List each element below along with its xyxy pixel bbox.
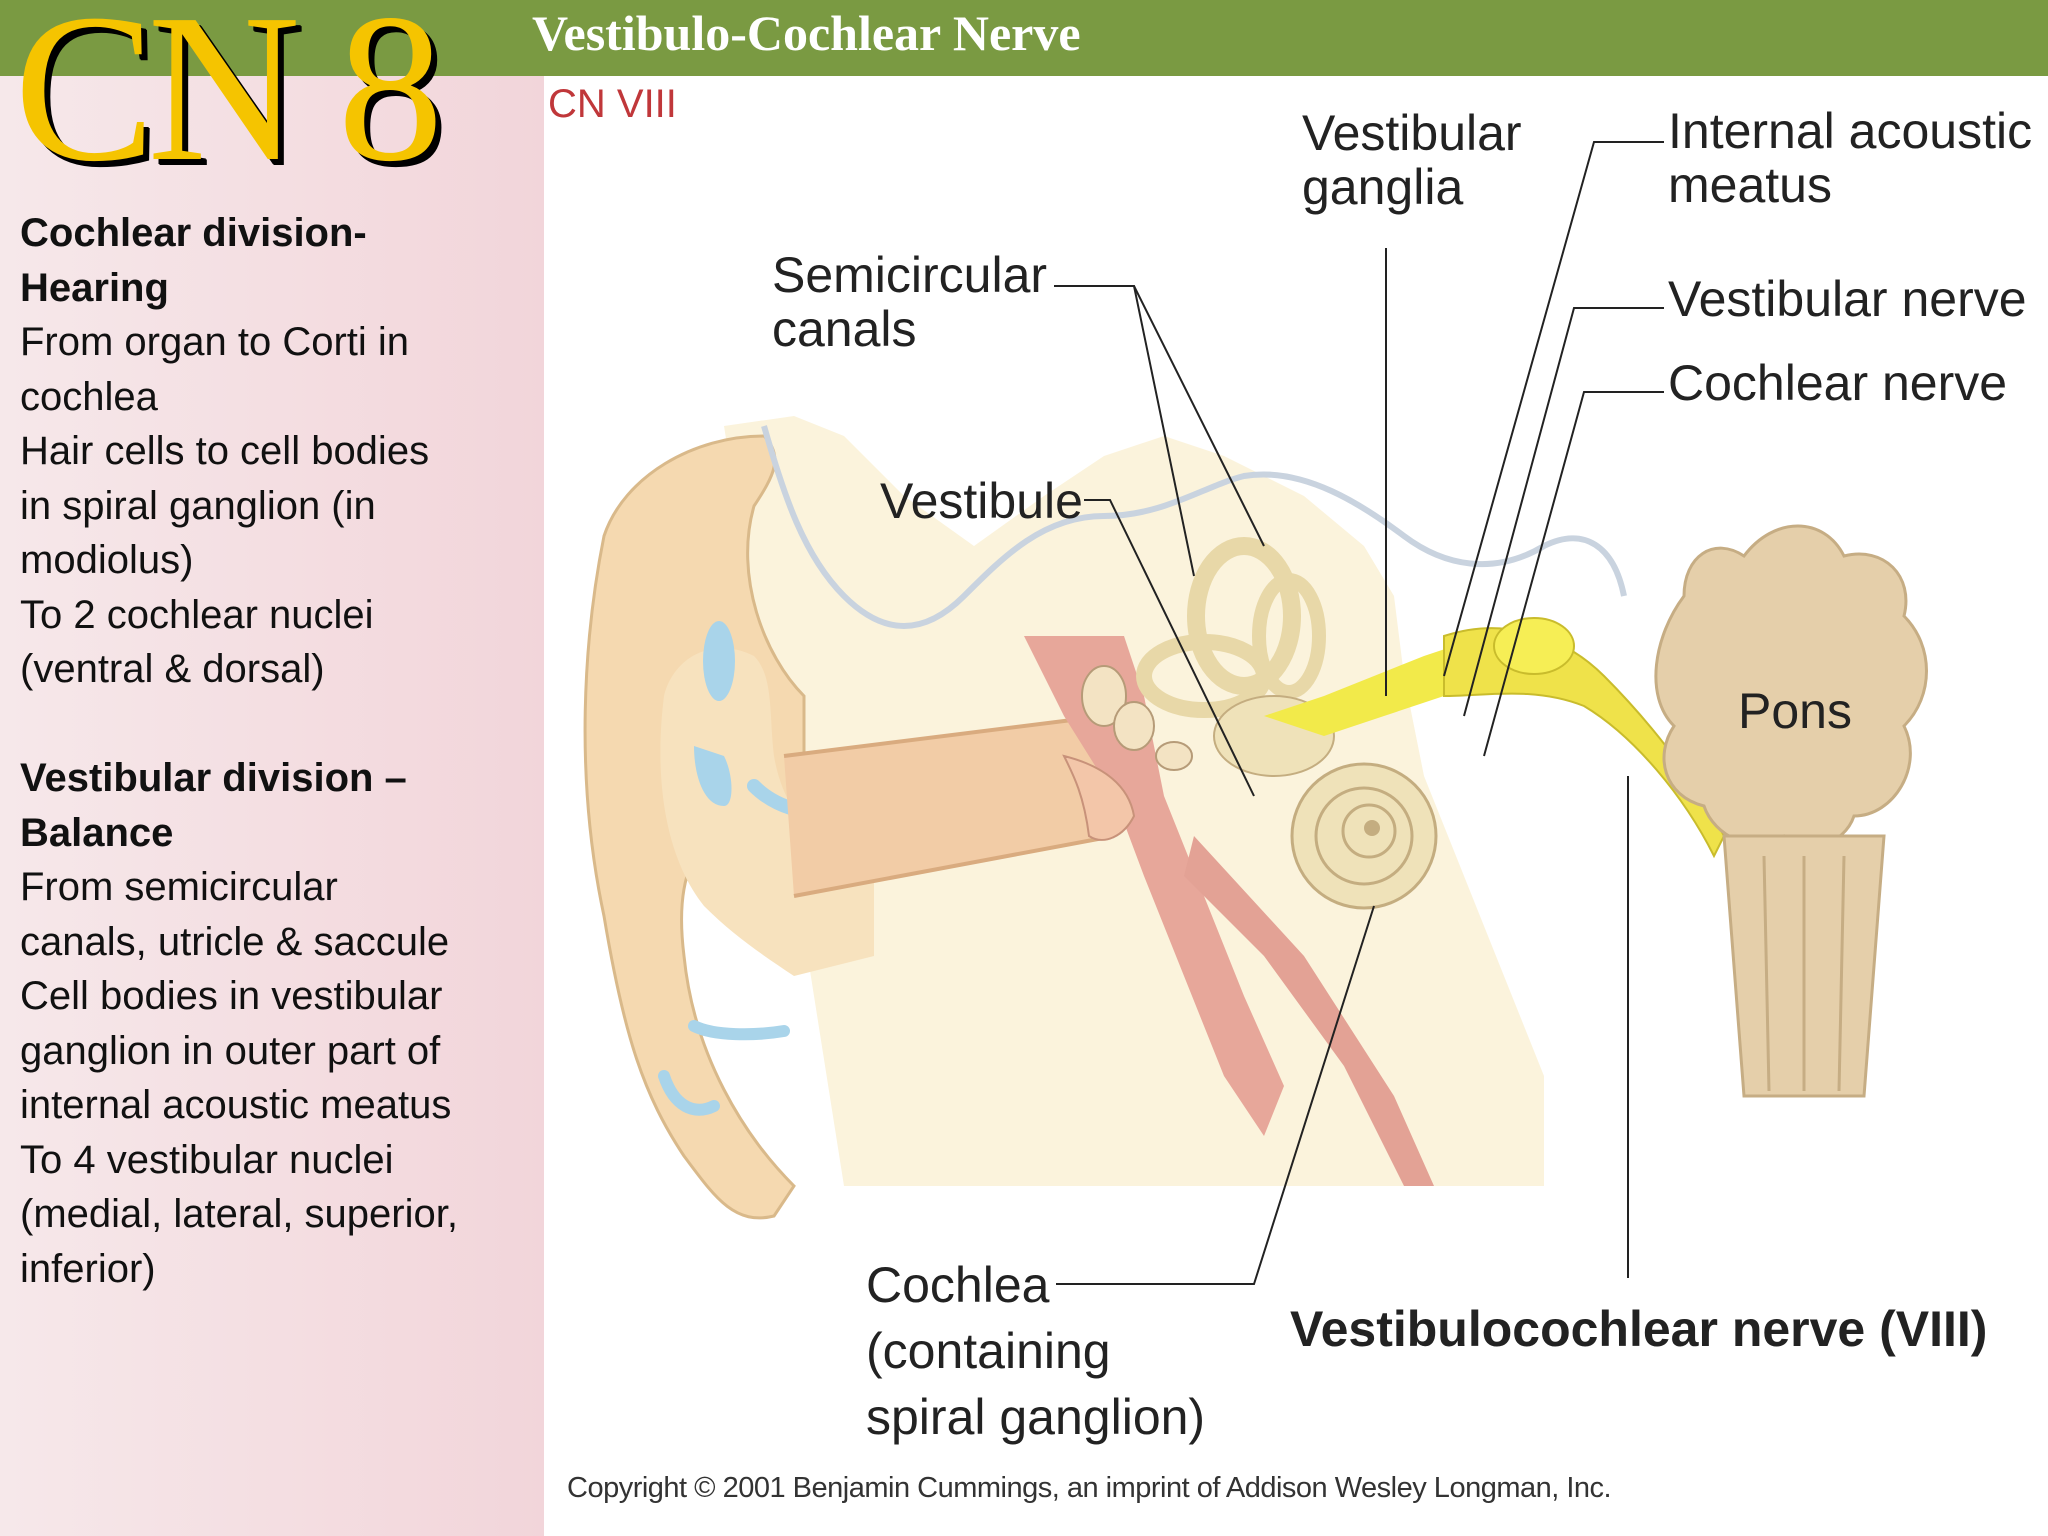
- cartilage-blob: [703, 621, 735, 701]
- cartilage-blob: [688, 1020, 790, 1041]
- leader-vestibule: [1084, 499, 1255, 797]
- vestibular-line: inferior): [20, 1246, 156, 1291]
- vestibular-ganglion: [1493, 617, 1575, 675]
- header-bar: [544, 0, 2048, 76]
- semicircular-canal: [1252, 573, 1326, 699]
- malleus: [1081, 665, 1127, 727]
- slide-big-title: CN 8: [14, 0, 444, 205]
- label-cochlea-1: Cochlea: [866, 1257, 1050, 1313]
- ear-canal-wall: [793, 834, 1115, 898]
- label-semicircular-2: canals: [772, 301, 917, 357]
- left-text-panel: [0, 0, 544, 1536]
- eustachian-tube: [1184, 836, 1434, 1186]
- stapes: [1155, 741, 1193, 771]
- label-vestibular-nerve: Vestibular nerve: [1668, 271, 2027, 327]
- label-vestibular-ganglia-1: Vestibular: [1302, 105, 1522, 161]
- vestibular-line: To 4 vestibular nuclei: [20, 1137, 394, 1182]
- cochlea-turn: [1314, 786, 1414, 886]
- pons: [1654, 524, 1928, 848]
- vestibular-line: Cell bodies in vestibular: [20, 974, 443, 1018]
- slide-subtitle: Vestibulo-Cochlear Nerve: [532, 5, 1081, 61]
- vestibular-line: internal acoustic meatus: [20, 1083, 452, 1127]
- label-internal-acoustic-1: Internal acoustic: [1668, 103, 2032, 159]
- cochlea-center: [1364, 820, 1380, 836]
- vestibular-line: (medial, lateral, superior,: [20, 1192, 458, 1236]
- cochlear-line: cochlea: [20, 374, 158, 419]
- label-vestibule: Vestibule: [880, 473, 1083, 529]
- cochlear-line: Hair cells to cell bodies: [20, 429, 430, 473]
- label-internal-acoustic-2: meatus: [1668, 157, 1832, 213]
- body-text: Cochlear division- Hearing From organ to…: [20, 206, 540, 1296]
- ear-anatomy-diagram: Vestibular ganglia Internal acoustic mea…: [583, 103, 2032, 1445]
- copyright-notice: Copyright © 2001 Benjamin Cummings, an i…: [567, 1472, 1612, 1504]
- slide-subtitle-roman: CN VIII: [548, 82, 677, 126]
- skin-surface: [761, 425, 1627, 629]
- vestibular-heading-2: Balance: [20, 810, 174, 855]
- vestibular-line: From semicircular: [20, 865, 338, 909]
- cochlear-line: To 2 cochlear nuclei: [20, 592, 374, 637]
- leader-internal-acoustic: [1443, 141, 1664, 677]
- label-vestibulocochlear-nerve: Vestibulocochlear nerve (VIII): [1290, 1301, 1987, 1357]
- cartilage-blob: [694, 746, 732, 806]
- ear-canal-wall: [783, 714, 1105, 758]
- ear-cavity: [660, 648, 874, 976]
- cochlear-line: modiolus): [20, 538, 194, 582]
- cochlear-line: From organ to Corti in: [20, 320, 410, 364]
- label-vestibular-ganglia-2: ganglia: [1302, 159, 1463, 215]
- incus: [1113, 701, 1155, 751]
- cartilage-blob: [658, 1070, 720, 1116]
- tympanic-membrane: [1062, 754, 1136, 841]
- cochlear-line: (ventral & dorsal): [20, 647, 325, 691]
- semicircular-canal: [1187, 537, 1301, 695]
- medulla-groove: [1762, 855, 1771, 1092]
- leader-cochlea: [1056, 905, 1375, 1285]
- cochlea-turn: [1341, 803, 1397, 859]
- vestibular-line: ganglion in outer part of: [20, 1028, 441, 1073]
- label-cochlea-2: (containing: [866, 1323, 1111, 1379]
- label-pons: Pons: [1738, 683, 1852, 739]
- leader-cochlear-nerve: [1483, 391, 1664, 757]
- cochlea: [1290, 762, 1438, 910]
- leader-vestibular-nerve: [1463, 307, 1664, 717]
- label-cochlea-3: spiral ganglion): [866, 1389, 1205, 1445]
- medulla-groove: [1837, 855, 1846, 1092]
- middle-ear-cavity: [1024, 636, 1284, 1136]
- vestibular-line: canals, utricle & saccule: [20, 919, 450, 964]
- vestibular-heading-1: Vestibular division –: [20, 756, 407, 800]
- cochlear-line: in spiral ganglion (in: [20, 483, 376, 528]
- leader-semicircular-2: [1133, 285, 1265, 547]
- label-semicircular-1: Semicircular: [772, 247, 1047, 303]
- header-bar-left: [0, 0, 544, 76]
- cochlear-heading-1: Cochlear division-: [20, 211, 367, 255]
- cochlear-heading-2: Hearing: [20, 265, 169, 310]
- label-cochlear-nerve: Cochlear nerve: [1668, 355, 2007, 411]
- paragraph-gap: [20, 697, 540, 752]
